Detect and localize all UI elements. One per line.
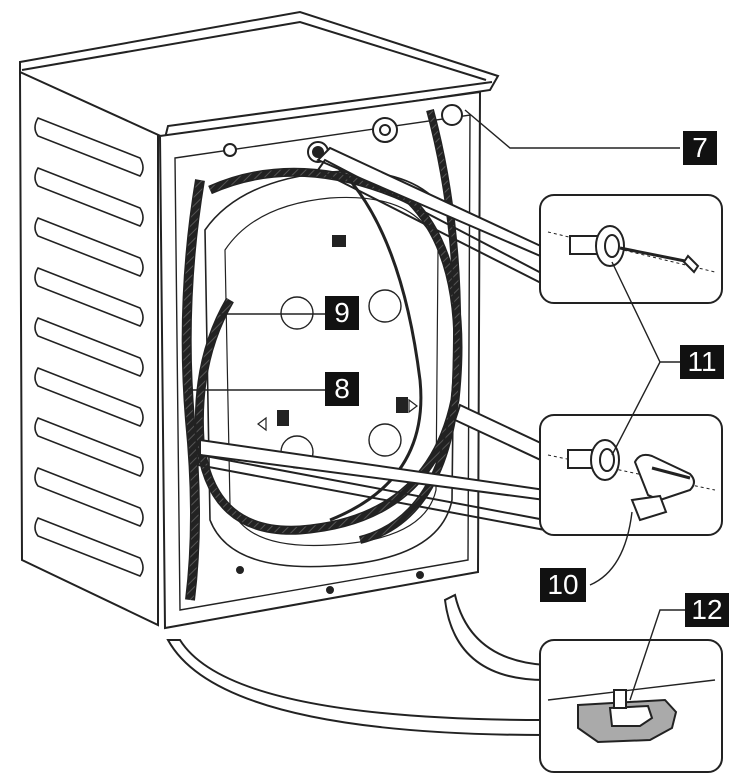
callout-11: 11 xyxy=(680,345,724,379)
leader-lines xyxy=(188,109,685,701)
cabinet-side-panel xyxy=(18,70,159,627)
cabinet-top-lid xyxy=(19,10,500,140)
callout-7: 7 xyxy=(683,131,717,165)
leader-12 xyxy=(629,609,685,701)
leader-11 xyxy=(611,261,680,456)
callout-9: 9 xyxy=(325,296,359,330)
adjustable-foot-icon xyxy=(577,689,678,744)
leader-10 xyxy=(589,511,633,586)
spacer-clip-icon xyxy=(630,453,695,522)
callout-10: 10 xyxy=(540,568,586,602)
detail-box-foot xyxy=(539,639,723,773)
callout-12: 12 xyxy=(685,593,729,627)
bolt-icon xyxy=(567,439,620,481)
transit-bolt-icon xyxy=(569,225,700,274)
side-vent-slots xyxy=(34,117,144,577)
callout-8: 8 xyxy=(325,372,359,406)
leader-7 xyxy=(464,109,680,149)
detail-box-bolt-spacer xyxy=(539,414,723,536)
detail-box-transit-bolt xyxy=(539,194,723,304)
